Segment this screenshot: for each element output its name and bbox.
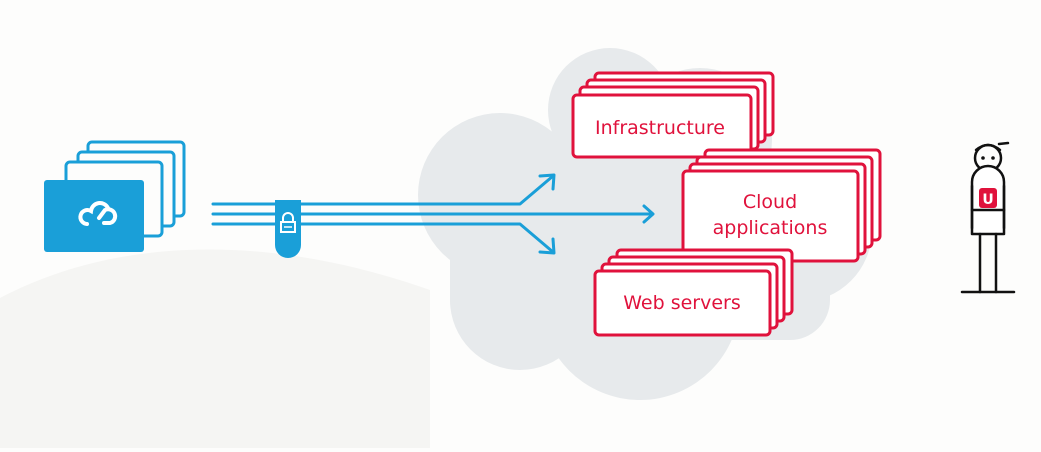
arrowhead-down xyxy=(538,237,556,255)
web-servers-label: Web servers xyxy=(623,292,741,314)
cloud-applications-label-line1: Cloud xyxy=(743,191,797,213)
cloud-applications-stack xyxy=(681,148,882,263)
user-eye-right xyxy=(991,156,995,160)
source-card-stack xyxy=(44,140,186,252)
infrastructure-stack xyxy=(571,71,775,159)
arrowhead-right xyxy=(642,204,655,224)
cloud-link-icon xyxy=(78,201,118,226)
source-card-front xyxy=(44,180,144,252)
cloud-applications-label-line2: applications xyxy=(713,217,828,239)
user-eye-left xyxy=(981,156,985,160)
background-swoosh xyxy=(0,249,430,448)
infrastructure-label: Infrastructure xyxy=(595,117,725,139)
arrowhead-up xyxy=(538,173,556,191)
user-badge xyxy=(979,188,997,208)
padlock-icon xyxy=(275,200,301,258)
arrowheads xyxy=(538,173,655,255)
web-servers-stack xyxy=(593,248,794,337)
user-figure-icon xyxy=(960,141,1016,294)
user-badge-letter: U xyxy=(982,192,993,208)
